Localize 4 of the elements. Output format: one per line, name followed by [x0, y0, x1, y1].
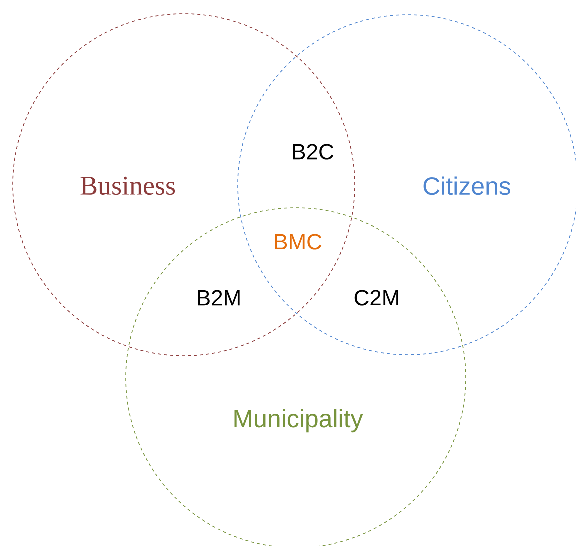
region-label: B2C — [293, 144, 334, 160]
region-label: B2M — [198, 290, 240, 306]
region-label: BMC — [275, 234, 322, 250]
region-label: C2M — [354, 290, 398, 306]
